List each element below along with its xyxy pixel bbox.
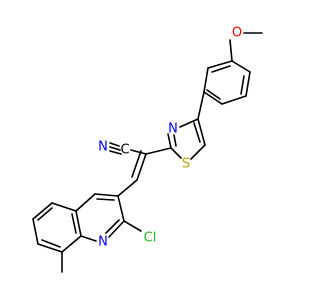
bond-q-c4a-c5 (51, 202, 77, 212)
quinoline-pyridine-ring (75, 193, 125, 242)
bond-ph-4 (203, 91, 223, 105)
bond-tz-n3-c2-double (173, 134, 177, 147)
bond-q-c2-n1 (108, 220, 125, 238)
bond-o-aryl (229, 39, 233, 62)
bond-ph-4-double (206, 89, 221, 100)
bond-q-c7-c8 (37, 243, 63, 253)
bond-tz-n3-c2 (167, 133, 172, 149)
bond-q-c6-c7 (32, 218, 39, 245)
phenyl-ring (203, 60, 251, 105)
bond-ph-2-double (240, 75, 245, 95)
bond-q-c8-c8a (61, 235, 82, 253)
bond-nitrile-triple-1 (109, 142, 120, 147)
bond-tz-c5-c4-double (193, 122, 201, 143)
bond-tz-c5-c4 (197, 118, 206, 146)
bond-ph-5 (203, 67, 209, 93)
quinoline-benzo-ring (32, 202, 82, 253)
thiazole-sulfur-label: S (182, 157, 190, 172)
bond-nitrile-triple-2 (109, 146, 121, 151)
bond-tz-c2-s1 (170, 147, 182, 159)
molecule-canvas: O N S N C Cl N (32, 26, 263, 273)
bond-q-c5-c6-double (37, 207, 53, 221)
molecule-structure: O N S N C Cl N (32, 26, 263, 273)
nitrile-carbon-label: C (120, 143, 129, 158)
bond-q-c4-c3 (94, 193, 119, 197)
nitrile-nitrogen-label: N (98, 140, 108, 155)
oxygen-atom-label: O (232, 26, 242, 41)
bond-q-c7-c8-double (41, 239, 61, 248)
bond-ph-6 (207, 60, 233, 69)
bond-q-c8a-c4a-double (71, 213, 77, 234)
bond-vinyl-double-2 (131, 150, 142, 178)
bond-q-c2-n1-double (105, 219, 120, 234)
bond-ph-3 (221, 95, 247, 105)
bond-thiazole-vinyl (145, 147, 172, 155)
bond-q-c4-c3-double (96, 198, 115, 201)
bond-vinyl-double-1 (136, 153, 147, 181)
bond-q-n1-c8a (80, 235, 97, 242)
bond-tz-s1-c5 (190, 144, 206, 160)
bond-vinyl-nitrile-c (130, 149, 147, 155)
bond-q-c4a-c4 (75, 193, 96, 212)
bond-phenyl-thiazole (197, 91, 205, 120)
bond-ph-2 (245, 71, 251, 97)
quinoline-nitrogen-label: N (98, 235, 108, 250)
bond-q-c5-c6 (32, 202, 53, 220)
bond-ph-1 (231, 60, 251, 73)
bond-nitrile-triple-3 (109, 150, 122, 155)
bond-q-c8a-c4a (75, 210, 82, 237)
bond-vinyl-quinoline (117, 179, 138, 197)
bond-q-c3-c2 (117, 195, 125, 222)
thiazole-nitrogen-label: N (168, 122, 178, 137)
bond-q-c2-cl (123, 220, 142, 232)
bond-ph-6-double (211, 65, 231, 73)
thiazole-ring (167, 118, 206, 160)
chlorine-atom-label: Cl (144, 231, 157, 246)
bond-tz-c4-n3 (179, 118, 199, 128)
